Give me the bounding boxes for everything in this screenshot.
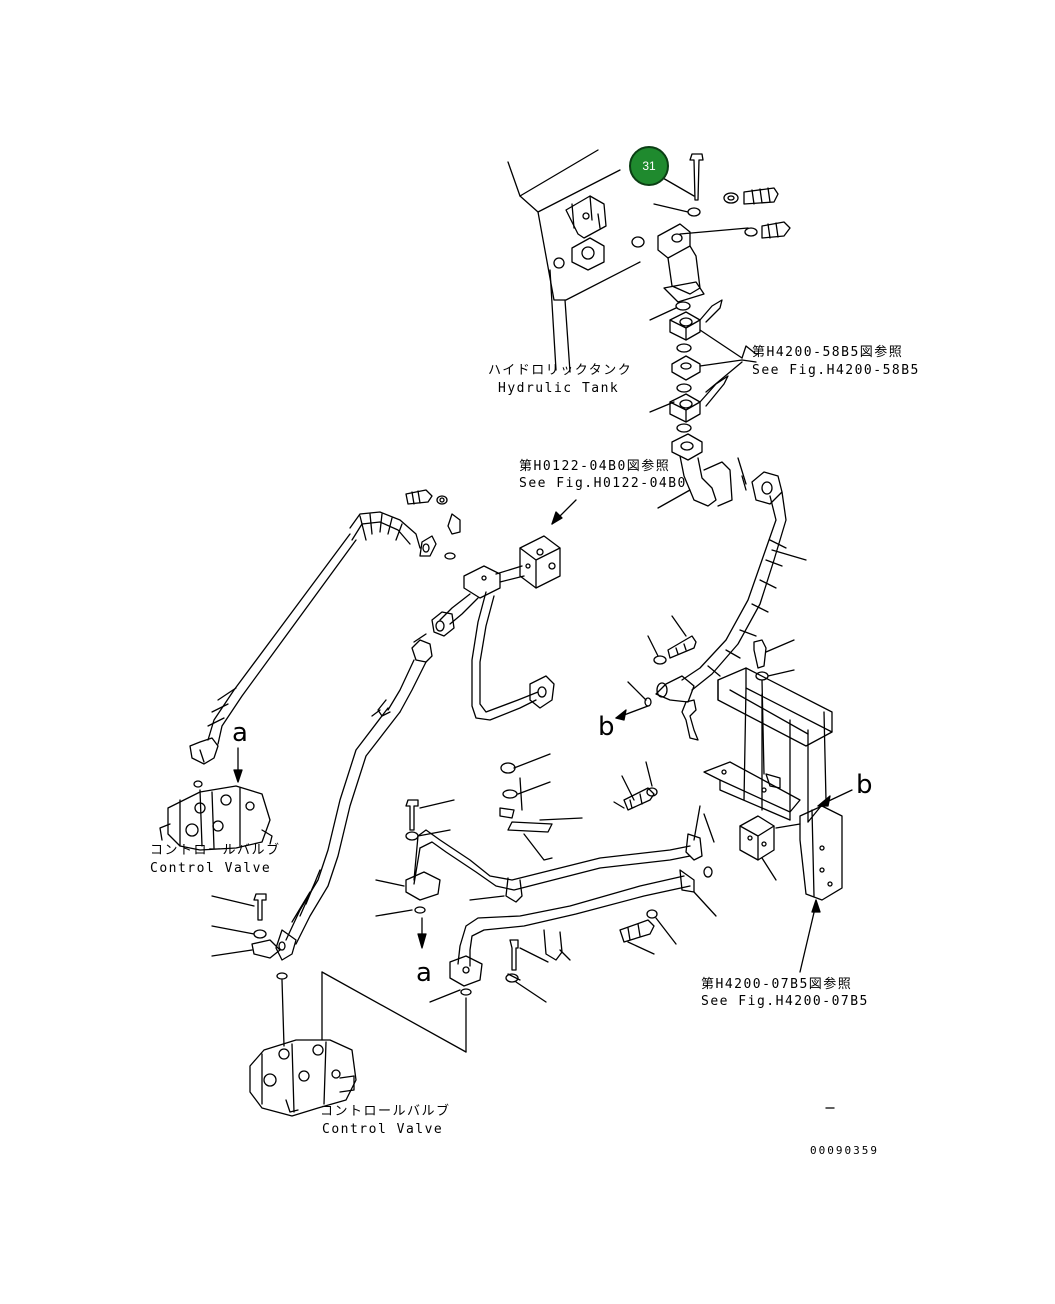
ref-h4200-58b5-jp: 第H4200-58B5図参照: [752, 345, 904, 360]
ref-h4200-58b5-en: See Fig.H4200-58B5: [752, 363, 920, 378]
control-valve-upper-label-en: Control Valve: [150, 861, 272, 876]
marker-b-right: b: [856, 770, 873, 800]
ref-h0122-04b0-en: See Fig.H0122-04B0: [519, 476, 687, 491]
control-valve-lower: [249, 971, 472, 1117]
marker-a-bottom: a: [416, 958, 432, 988]
hydraulic-tank: [507, 149, 645, 373]
hydraulic-tank-label-en: Hydrulic Tank: [498, 381, 620, 396]
drawing-number: 00090359: [810, 1144, 879, 1157]
center-tube-assembly: [371, 489, 577, 721]
right-hose: [627, 491, 807, 707]
bolt-group-lower: [375, 761, 677, 1003]
control-valve-lower-label-en: Control Valve: [322, 1122, 444, 1137]
ref-h4200-07b5-en: See Fig.H4200-07B5: [701, 994, 869, 1009]
ref-h0122-04b0-jp: 第H0122-04B0図参照: [519, 459, 671, 474]
hydraulic-tank-label-jp: ハイドロリックタンク: [488, 363, 633, 378]
marker-b-left: b: [598, 712, 615, 742]
ref-h4200-07b5-jp: 第H4200-07B5図参照: [701, 977, 853, 992]
center-hose: [275, 707, 401, 961]
control-valve-upper: [159, 747, 273, 851]
bolt-group-left: [211, 893, 288, 1047]
bolt-group-right: [615, 615, 699, 741]
valve-stack: [649, 299, 757, 433]
lower-elbow: [657, 433, 783, 509]
callout-badge-31[interactable]: 31: [629, 146, 669, 186]
center-lower-tubes: [405, 753, 717, 987]
control-valve-upper-label-jp: コントロールバルブ: [150, 843, 281, 858]
marker-a-top: a: [232, 718, 248, 748]
support-bracket: [703, 639, 853, 973]
left-hose: [189, 511, 421, 765]
top-fittings: [653, 153, 791, 303]
control-valve-lower-label-jp: コントロールバルブ: [320, 1104, 451, 1119]
